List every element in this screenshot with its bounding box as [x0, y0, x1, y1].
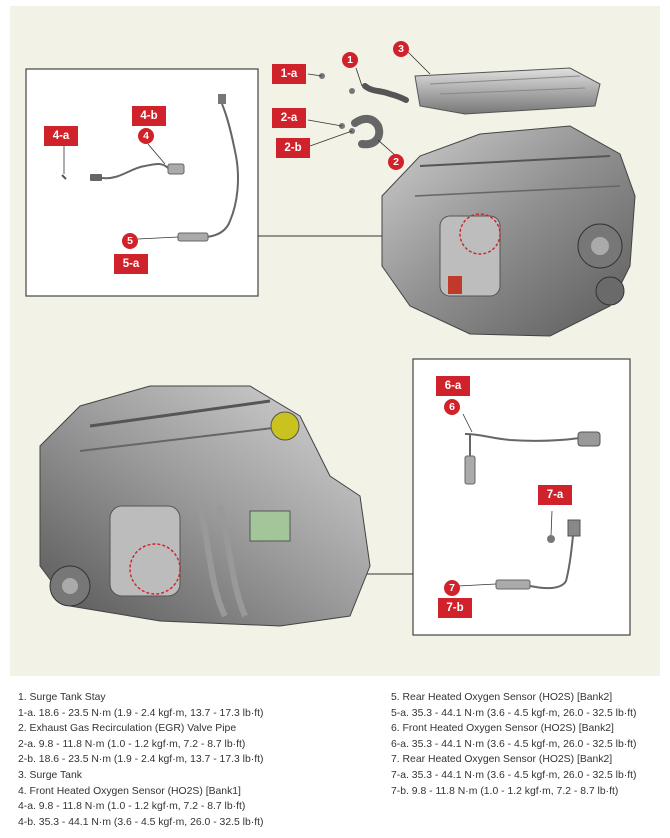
callout-4b: 4-b — [132, 106, 166, 126]
engine-diagram: 1-a 2-a 2-b 4-a 4-b 5-a 6-a 7-a 7-b 1 2 … — [10, 6, 660, 676]
surge-tank-stay-art — [319, 73, 409, 103]
legend-item: 4-b. 35.3 - 44.1 N·m (3.6 - 4.5 kgf·m, 2… — [18, 816, 264, 828]
legend-item: 7-a. 35.3 - 44.1 N·m (3.6 - 4.5 kgf·m, 2… — [391, 769, 637, 781]
callout-7b: 7-b — [438, 598, 472, 618]
legend-item: 1-a. 18.6 - 23.5 N·m (1.9 - 2.4 kgf·m, 1… — [18, 707, 264, 719]
legend-item: 6-a. 35.3 - 44.1 N·m (3.6 - 4.5 kgf·m, 2… — [391, 738, 637, 750]
engine-bottom-art — [39, 385, 371, 627]
legend-item: 2-b. 18.6 - 23.5 N·m (1.9 - 2.4 kgf·m, 1… — [18, 754, 264, 766]
sensor-4-art — [61, 163, 185, 181]
sensor-7-art — [495, 519, 581, 590]
legend-item: 5. Rear Heated Oxygen Sensor (HO2S) [Ban… — [391, 692, 613, 703]
part-number-4: 4 — [138, 128, 154, 144]
legend-item: 1. Surge Tank Stay — [18, 692, 106, 703]
part-number-1: 1 — [342, 52, 358, 68]
legend-item: 4. Front Heated Oxygen Sensor (HO2S) [Ba… — [18, 785, 241, 797]
callout-4a: 4-a — [44, 126, 78, 146]
legend-column-left: 1. Surge Tank Stay 1-a. 18.6 - 23.5 N·m … — [18, 690, 263, 830]
egr-pipe-art — [339, 114, 384, 149]
callout-5a: 5-a — [114, 254, 148, 274]
diagram-artwork — [25, 49, 636, 636]
legend-item: 2-a. 9.8 - 11.8 N·m (1.0 - 1.2 kgf·m, 7.… — [18, 738, 246, 750]
engine-top-art — [381, 125, 636, 337]
legend-item: 4-a. 9.8 - 11.8 N·m (1.0 - 1.2 kgf·m, 7.… — [18, 801, 246, 813]
callout-1a: 1-a — [272, 64, 306, 84]
legend-item: 7-b. 9.8 - 11.8 N·m (1.0 - 1.2 kgf·m, 7.… — [391, 785, 619, 797]
legend-item: 5-a. 35.3 - 44.1 N·m (3.6 - 4.5 kgf·m, 2… — [391, 707, 637, 719]
legend-item: 3. Surge Tank — [18, 769, 82, 781]
callout-leaders — [63, 49, 553, 587]
callout-2a: 2-a — [272, 108, 306, 128]
legend-item: 6. Front Heated Oxygen Sensor (HO2S) [Ba… — [391, 723, 614, 735]
callout-2b: 2-b — [276, 138, 310, 158]
sensor-5-art — [177, 94, 239, 242]
legend-item: 7. Rear Heated Oxygen Sensor (HO2S) [Ban… — [391, 754, 613, 766]
part-number-2: 2 — [388, 154, 404, 170]
part-number-5: 5 — [122, 233, 138, 249]
sensor-6-art — [464, 431, 601, 485]
legend-item: 2. Exhaust Gas Recirculation (EGR) Valve… — [18, 723, 237, 735]
part-number-7: 7 — [444, 580, 460, 596]
part-number-6: 6 — [444, 399, 460, 415]
legend-column-right: 5. Rear Heated Oxygen Sensor (HO2S) [Ban… — [391, 690, 636, 799]
surge-tank-art — [414, 67, 601, 115]
part-number-3: 3 — [393, 41, 409, 57]
callout-7a: 7-a — [538, 485, 572, 505]
callout-6a: 6-a — [436, 376, 470, 396]
